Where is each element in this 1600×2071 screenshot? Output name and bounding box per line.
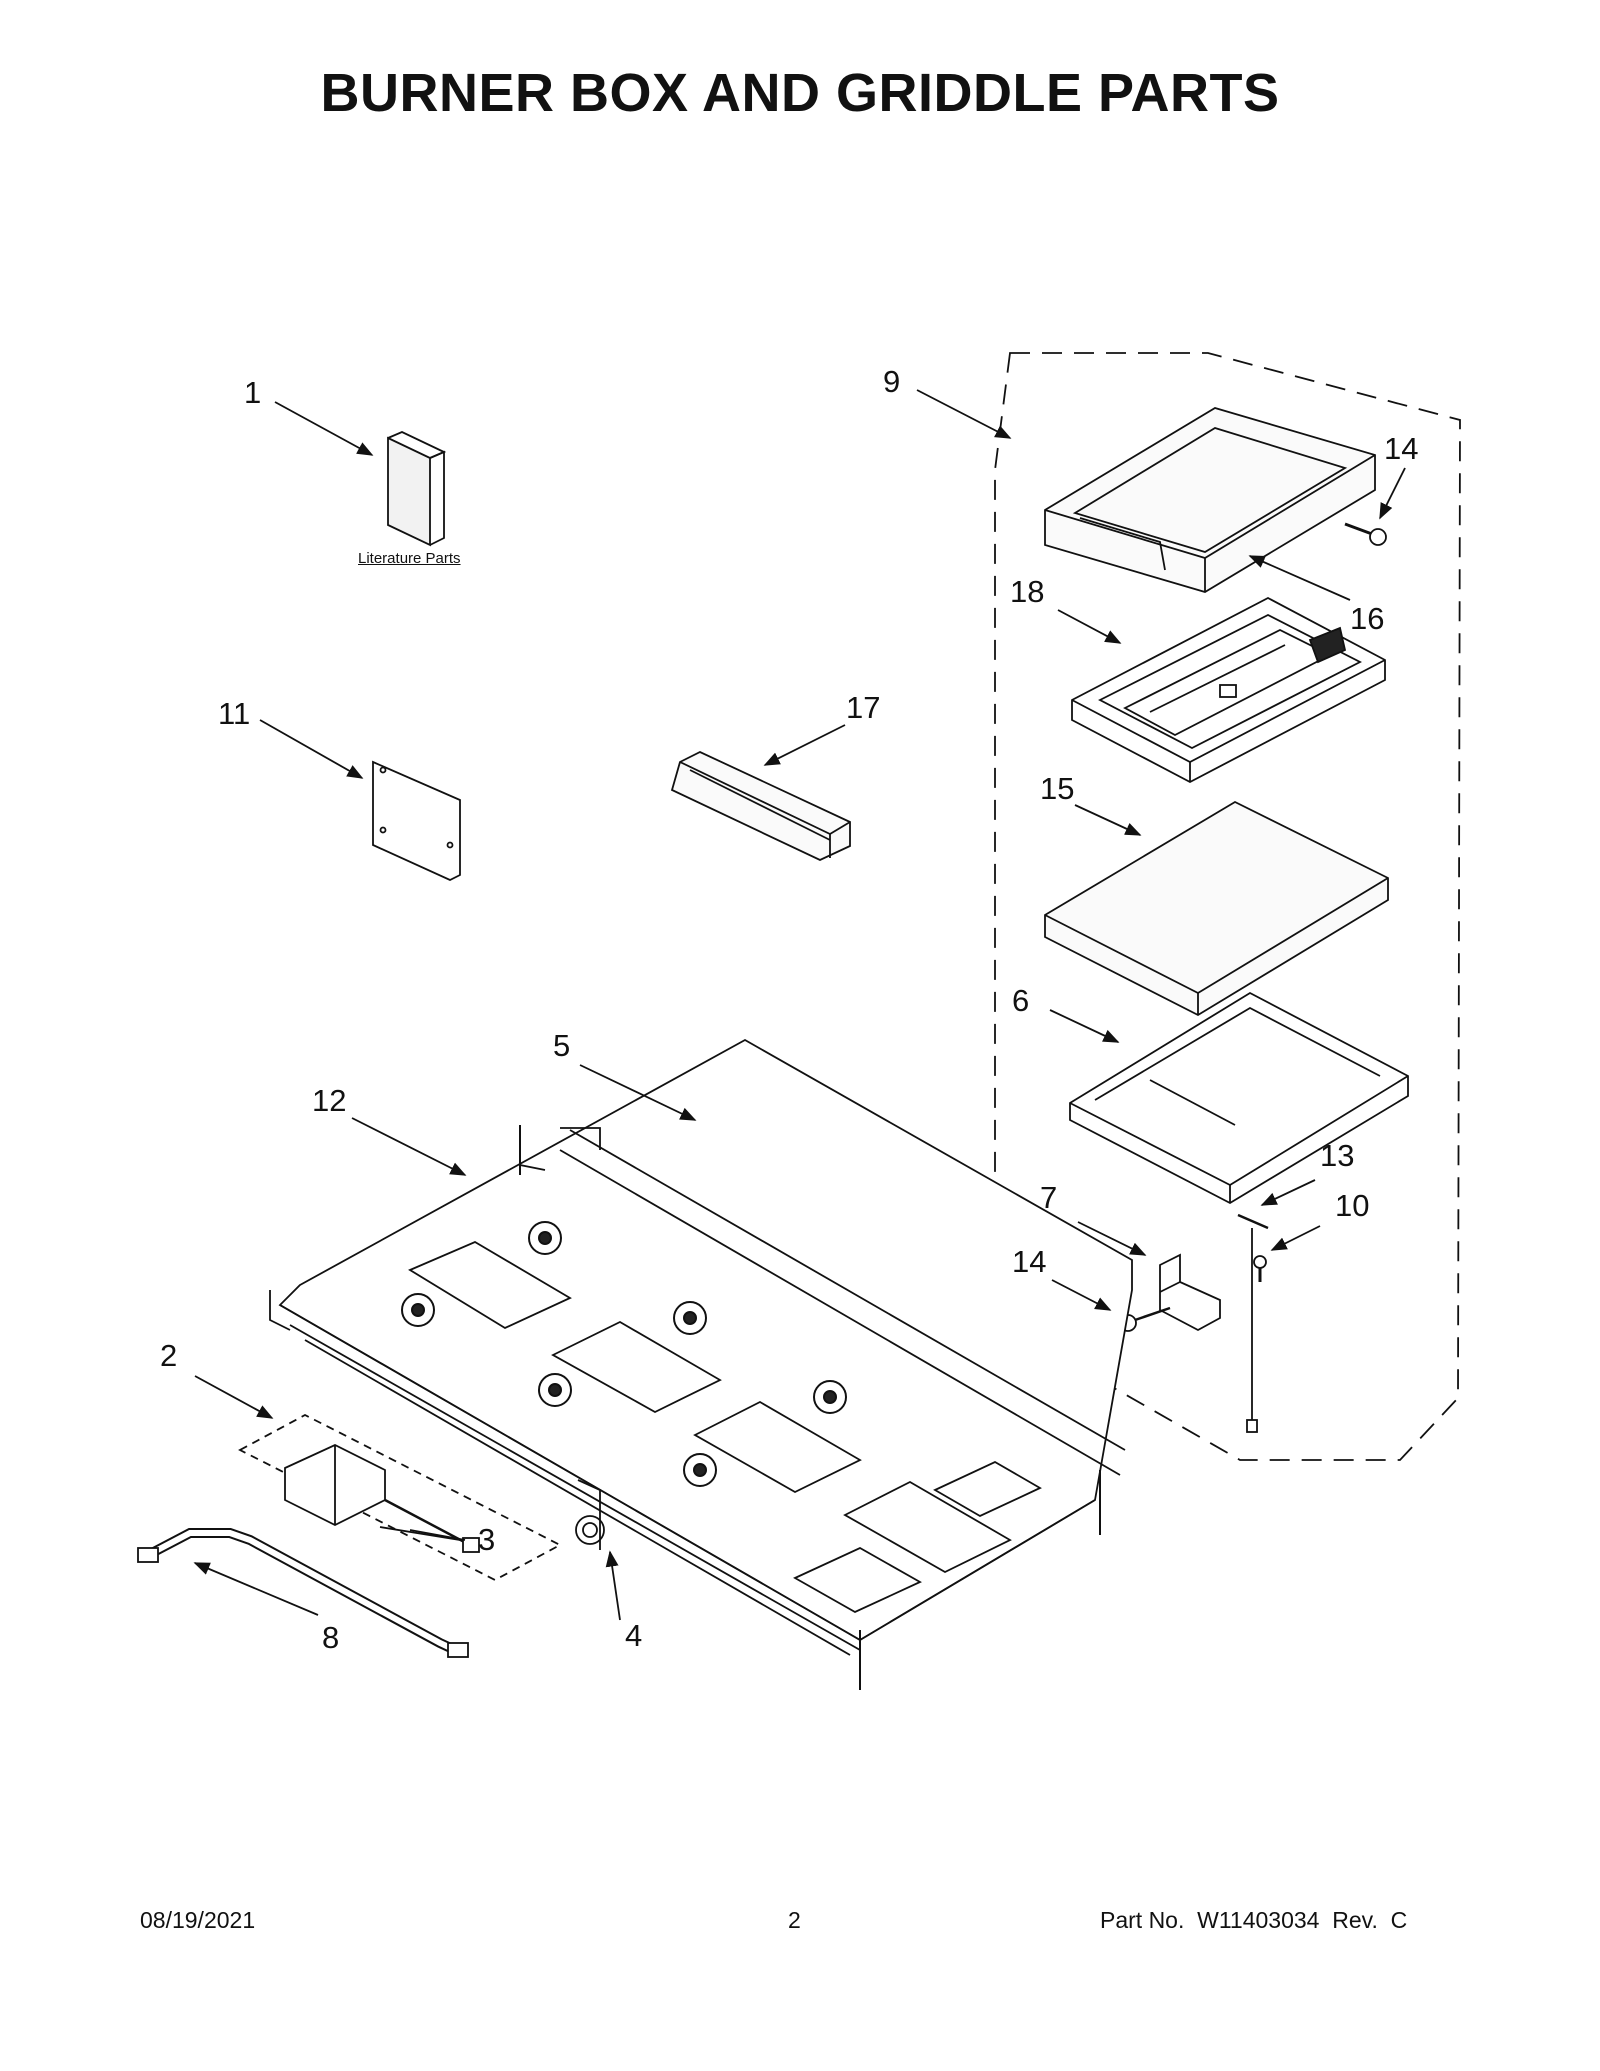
arrow-16 xyxy=(1248,555,1351,601)
arrow-5 xyxy=(579,1064,697,1121)
footer-page-number: 2 xyxy=(788,1907,801,1933)
arrow-3 xyxy=(409,1529,466,1541)
arrow-8 xyxy=(193,1562,319,1616)
callout-17: 17 xyxy=(846,690,881,725)
footer-date: 08/19/2021 xyxy=(140,1907,256,1933)
arrow-3b xyxy=(379,1526,461,1541)
callout-8: 8 xyxy=(322,1620,340,1655)
part-16-griddle xyxy=(1044,407,1376,593)
part-12-burner-box xyxy=(269,1038,1133,1690)
part-14-screw-top xyxy=(1344,522,1387,546)
arrow-17 xyxy=(763,724,846,766)
arrow-11 xyxy=(259,719,364,779)
callout-14-bottom: 14 xyxy=(1012,1244,1047,1279)
arrow-13 xyxy=(1260,1179,1316,1206)
footer-part-number: Part No. W11403034 Rev. C xyxy=(1100,1907,1408,1933)
part-15-insulation xyxy=(1044,800,1389,1017)
arrow-14a xyxy=(1379,467,1406,520)
callout-2: 2 xyxy=(160,1338,178,1373)
callout-14-top: 14 xyxy=(1384,431,1419,466)
arrow-15 xyxy=(1074,804,1142,836)
callout-3: 3 xyxy=(478,1522,496,1557)
callout-7: 7 xyxy=(1040,1180,1058,1215)
part-11-plate xyxy=(372,760,461,881)
part-7-bracket xyxy=(1159,1253,1221,1332)
callout-11: 11 xyxy=(218,696,251,731)
page-title: BURNER BOX AND GRIDDLE PARTS xyxy=(320,63,1280,123)
literature-parts-label: Literature Parts xyxy=(358,550,461,567)
callout-4: 4 xyxy=(625,1618,643,1653)
part-18-heater xyxy=(1071,596,1386,784)
callout-9: 9 xyxy=(883,364,901,399)
callout-12: 12 xyxy=(312,1083,347,1118)
part-4-fitting xyxy=(575,1479,605,1550)
callout-18: 18 xyxy=(1010,574,1045,609)
callout-1: 1 xyxy=(244,375,262,410)
callout-13: 13 xyxy=(1320,1138,1355,1173)
callout-16: 16 xyxy=(1350,601,1385,636)
callout-6: 6 xyxy=(1012,983,1030,1018)
griddle-kit-boundary xyxy=(994,352,1461,1461)
part-6-pan xyxy=(1069,991,1409,1205)
arrow-4 xyxy=(605,1550,621,1621)
arrow-2 xyxy=(194,1375,274,1419)
arrow-18 xyxy=(1057,609,1122,644)
arrow-7 xyxy=(1077,1221,1147,1256)
arrow-6 xyxy=(1049,1009,1120,1043)
callout-15: 15 xyxy=(1040,771,1075,806)
part-13-probe xyxy=(1237,1213,1269,1433)
part-8-gas-tube xyxy=(137,1528,469,1658)
arrow-14b xyxy=(1051,1279,1112,1311)
part-17-tray xyxy=(670,751,851,861)
arrow-12 xyxy=(351,1117,467,1176)
arrow-1 xyxy=(274,401,374,456)
callout-10: 10 xyxy=(1335,1188,1370,1223)
part-1-literature xyxy=(387,431,447,547)
arrow-9 xyxy=(916,389,1012,439)
arrow-10 xyxy=(1270,1225,1321,1251)
callout-5: 5 xyxy=(553,1028,571,1063)
